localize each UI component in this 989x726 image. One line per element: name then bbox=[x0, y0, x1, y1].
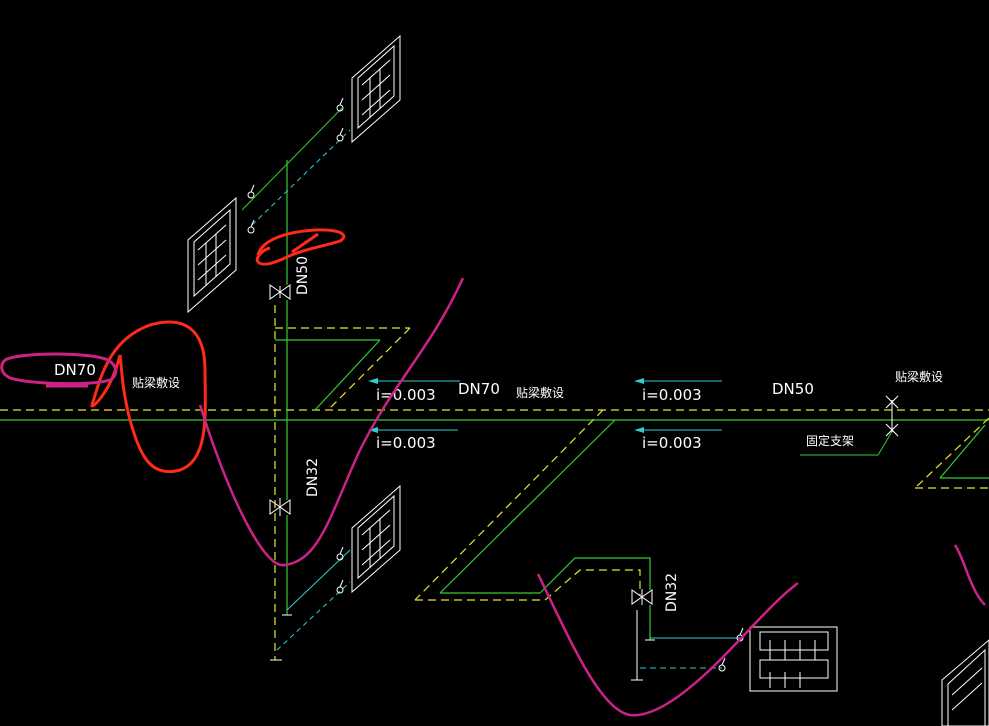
label-beam-right: 贴梁敷设 bbox=[895, 369, 943, 384]
label-slope-upper-2: i=0.003 bbox=[642, 386, 702, 404]
fixture-lower-right-box bbox=[749, 626, 838, 692]
fixture-lower-middle bbox=[351, 484, 401, 594]
fixture-upper-left bbox=[187, 196, 237, 314]
label-slope-lower-1: i=0.003 bbox=[376, 434, 436, 452]
diag-yellow-upper bbox=[327, 327, 411, 411]
label-slope-lower-2: i=0.003 bbox=[642, 434, 702, 452]
markup-red-tick bbox=[291, 232, 319, 254]
markup-magenta-curve-edge bbox=[953, 544, 986, 606]
markup-magenta-curve-left bbox=[198, 277, 465, 567]
markup-magenta-circle-dn70 bbox=[0, 352, 118, 386]
branch-dashed-lower bbox=[276, 581, 351, 651]
label-dn70-left: DN70 bbox=[54, 361, 96, 379]
valve-icon-upper bbox=[269, 284, 291, 300]
label-dn32-vertical-left: DN32 bbox=[305, 458, 321, 497]
tap-icon-8 bbox=[718, 657, 726, 672]
pipe-end-marker-right bbox=[631, 639, 655, 681]
fixed-support-symbol bbox=[885, 395, 899, 437]
branch-green-upper bbox=[241, 107, 343, 211]
slope-arrowhead-2 bbox=[634, 378, 644, 384]
valve-icon-lower bbox=[269, 498, 291, 516]
diag-green-lower bbox=[439, 419, 616, 594]
label-dn32-vertical-right: DN32 bbox=[664, 573, 680, 612]
tap-icon-2 bbox=[336, 127, 344, 142]
fixture-upper-right bbox=[351, 34, 401, 144]
right-riser-yellow bbox=[544, 569, 641, 601]
label-beam-left: 贴梁敷设 bbox=[132, 375, 180, 390]
right-riser-green bbox=[539, 557, 651, 594]
diag-yellow-lower bbox=[414, 409, 604, 601]
slope-arrowhead-1 bbox=[368, 378, 378, 384]
fixture-corner-bottom-right bbox=[941, 639, 989, 726]
slope-arrowhead-3 bbox=[368, 427, 378, 433]
branch-dashed-upper bbox=[251, 129, 351, 226]
slope-arrowhead-4 bbox=[634, 427, 644, 433]
markup-red-circle-dn50 bbox=[255, 228, 346, 266]
label-beam-mid: 贴梁敷设 bbox=[516, 385, 564, 400]
tap-icon-6 bbox=[336, 579, 344, 594]
right-diag-green bbox=[939, 424, 986, 479]
tap-icon-1 bbox=[336, 97, 344, 112]
label-fixed-support: 固定支架 bbox=[806, 433, 854, 448]
diag-green-upper bbox=[314, 339, 381, 411]
label-dn50-vertical: DN50 bbox=[295, 256, 311, 295]
fixed-support-leader bbox=[800, 429, 894, 456]
tap-icon-3 bbox=[247, 184, 255, 199]
pipe-end-marker-left bbox=[270, 614, 292, 661]
branch-green-lower bbox=[286, 549, 351, 611]
tap-icon-5 bbox=[336, 546, 344, 561]
tap-icon-4 bbox=[247, 219, 255, 234]
label-dn70-mid: DN70 bbox=[458, 380, 500, 398]
label-dn50-right: DN50 bbox=[772, 380, 814, 398]
label-slope-upper-1: i=0.003 bbox=[376, 386, 436, 404]
markup-magenta-curve-right bbox=[536, 573, 799, 717]
valve-icon-right bbox=[631, 589, 653, 605]
markup-red-circle-beam bbox=[90, 320, 207, 473]
right-diag-yellow bbox=[914, 417, 989, 489]
